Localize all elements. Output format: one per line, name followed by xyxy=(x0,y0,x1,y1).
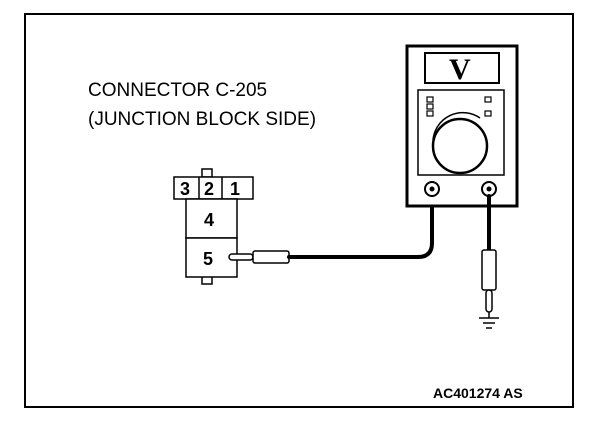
meter-jack-center xyxy=(486,186,492,192)
ground-probe-tip xyxy=(485,289,493,313)
meter-mode-symbol: V xyxy=(449,53,471,86)
pin-4-label: 4 xyxy=(204,210,214,230)
pin-1-label: 1 xyxy=(230,179,240,199)
probe-tip xyxy=(228,253,254,261)
connector-top-tab xyxy=(201,168,213,178)
meter-button-icon xyxy=(426,103,434,110)
ground-probe xyxy=(481,249,497,313)
figure-code: AC401274 AS xyxy=(433,385,523,401)
pin-3-label: 3 xyxy=(180,179,190,199)
ground-probe-handle xyxy=(481,249,497,291)
connector-name-line1: CONNECTOR C-205 xyxy=(88,80,267,101)
meter-dial-knob xyxy=(431,117,489,175)
meter-button-icon xyxy=(484,110,492,117)
voltmeter: V xyxy=(405,44,519,208)
positive-lead-wire xyxy=(287,188,434,259)
meter-button-icon xyxy=(426,110,434,117)
meter-jack-center xyxy=(429,186,435,192)
meter-display xyxy=(424,52,500,84)
meter-button-icon xyxy=(484,96,492,103)
connector-pin4-cell xyxy=(185,198,238,239)
probe-handle xyxy=(252,250,290,264)
diagram-frame xyxy=(24,13,574,408)
connector-c205: 3 2 1 4 5 xyxy=(173,168,254,285)
connector-name-line2: (JUNCTION BLOCK SIDE) xyxy=(88,109,316,130)
positive-probe xyxy=(228,250,290,264)
ground-icon xyxy=(479,312,499,329)
pin-2-label: 2 xyxy=(204,179,214,199)
meter-dial-scale xyxy=(432,111,481,141)
meter-button-icon xyxy=(426,96,434,103)
pin-5-label: 5 xyxy=(203,249,213,269)
